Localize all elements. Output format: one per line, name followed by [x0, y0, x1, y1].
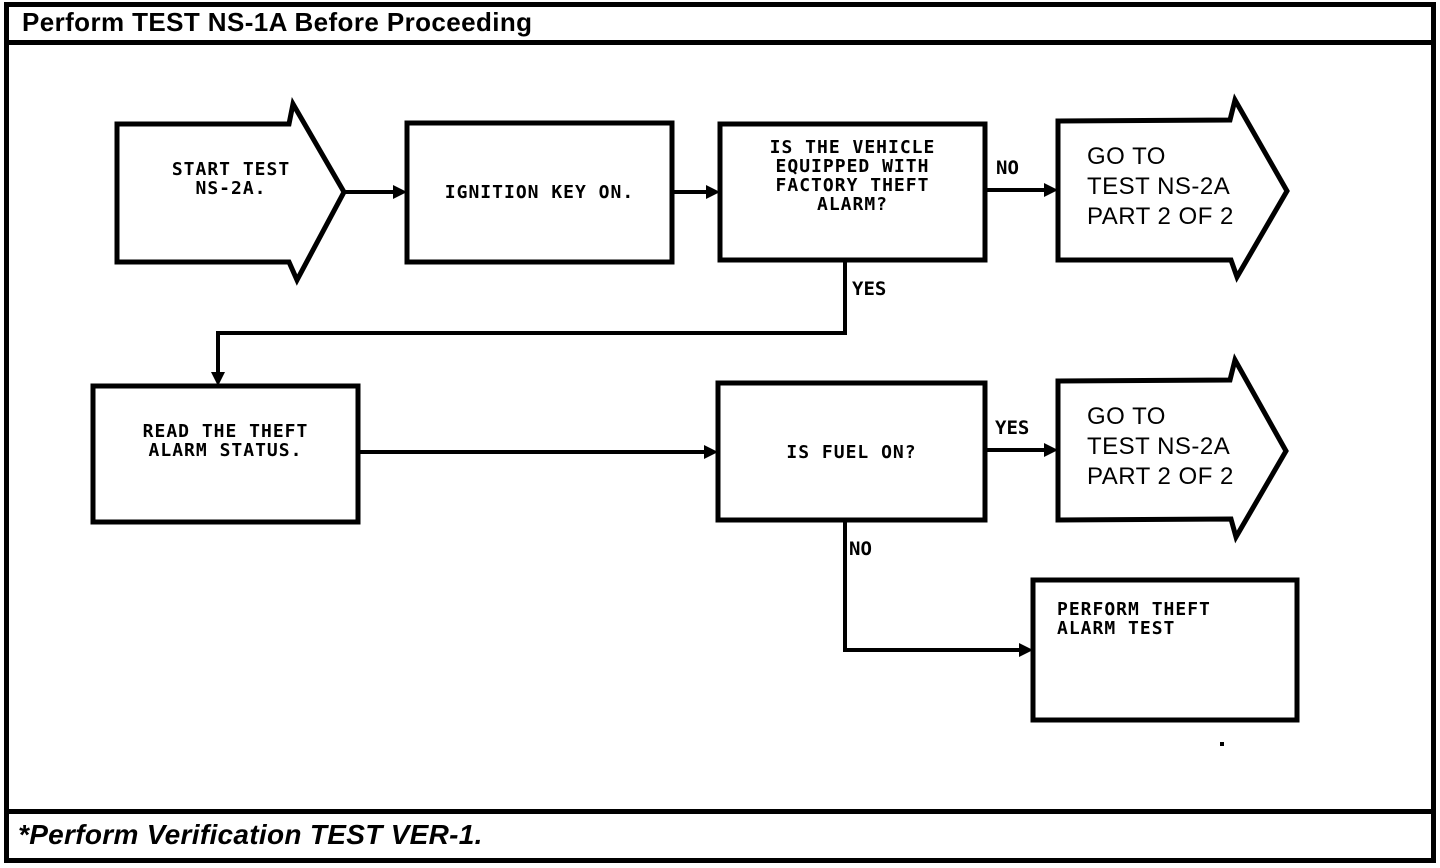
- header-divider: [6, 40, 1434, 45]
- arrowhead-fuel-yes: [1044, 443, 1058, 457]
- arrowhead-ignition-to-vehicle: [706, 185, 720, 199]
- goto-top-line: TEST NS-2A: [1087, 173, 1231, 200]
- goto-bottom-line: TEST NS-2A: [1087, 433, 1231, 460]
- arrowhead-read-to-fuel: [704, 445, 718, 459]
- goto-top-node-shape: [1055, 93, 1290, 283]
- read-status-line: ALARM STATUS.: [148, 440, 303, 461]
- fuel-question-node-text: IS FUEL ON?: [718, 443, 985, 462]
- connector-vehicle-yes: [216, 260, 847, 374]
- connector-fuel-no: [843, 520, 1021, 652]
- goto-bottom-line: GO TO: [1087, 403, 1166, 430]
- goto-bottom-node-text: GO TO TEST NS-2A PART 2 OF 2: [1087, 402, 1234, 492]
- edge-label-vehicle-no: NO: [996, 157, 1019, 179]
- stray-mark: [1220, 742, 1224, 746]
- start-node-line: START TEST: [171, 159, 291, 180]
- perform-test-line: ALARM TEST: [1057, 618, 1176, 639]
- start-node-line: NS-2A.: [195, 178, 267, 199]
- footer-note: *Perform Verification TEST VER-1.: [18, 819, 483, 850]
- vehicle-question-line: IS THE VEHICLE: [769, 137, 936, 158]
- arrowhead-start-to-ignition: [393, 185, 407, 199]
- vehicle-question-line: ALARM?: [816, 194, 889, 215]
- edge-label-fuel-yes: YES: [995, 417, 1030, 439]
- footer-divider: [6, 809, 1434, 814]
- perform-test-line: PERFORM THEFT: [1057, 599, 1211, 620]
- read-status-node-text: READ THE THEFT ALARM STATUS.: [93, 422, 358, 460]
- edge-label-fuel-no: NO: [849, 538, 872, 560]
- goto-top-node-text: GO TO TEST NS-2A PART 2 OF 2: [1087, 142, 1234, 232]
- arrowhead-vehicle-yes: [211, 372, 225, 386]
- start-node-shape: [114, 97, 347, 286]
- read-status-line: READ THE THEFT: [142, 421, 309, 442]
- edge-label-vehicle-yes: YES: [852, 278, 887, 300]
- goto-top-line: GO TO: [1087, 143, 1166, 170]
- fuel-question-line: IS FUEL ON?: [786, 442, 917, 463]
- vehicle-question-line: EQUIPPED WITH: [775, 156, 930, 177]
- arrowhead-vehicle-no: [1044, 183, 1058, 197]
- arrowhead-fuel-no: [1019, 643, 1033, 657]
- goto-bottom-node-shape: [1055, 353, 1289, 544]
- ignition-node-line: IGNITION KEY ON.: [444, 182, 635, 203]
- perform-test-node-text: PERFORM THEFT ALARM TEST: [1057, 600, 1287, 638]
- ignition-node-text: IGNITION KEY ON.: [407, 183, 672, 202]
- page-title: Perform TEST NS-1A Before Proceeding: [22, 7, 533, 37]
- start-node-text: START TEST NS-2A.: [117, 160, 345, 198]
- vehicle-question-line: FACTORY THEFT: [775, 175, 930, 196]
- goto-bottom-line: PART 2 OF 2: [1087, 463, 1234, 490]
- goto-top-line: PART 2 OF 2: [1087, 203, 1234, 230]
- vehicle-question-node-text: IS THE VEHICLE EQUIPPED WITH FACTORY THE…: [720, 138, 985, 214]
